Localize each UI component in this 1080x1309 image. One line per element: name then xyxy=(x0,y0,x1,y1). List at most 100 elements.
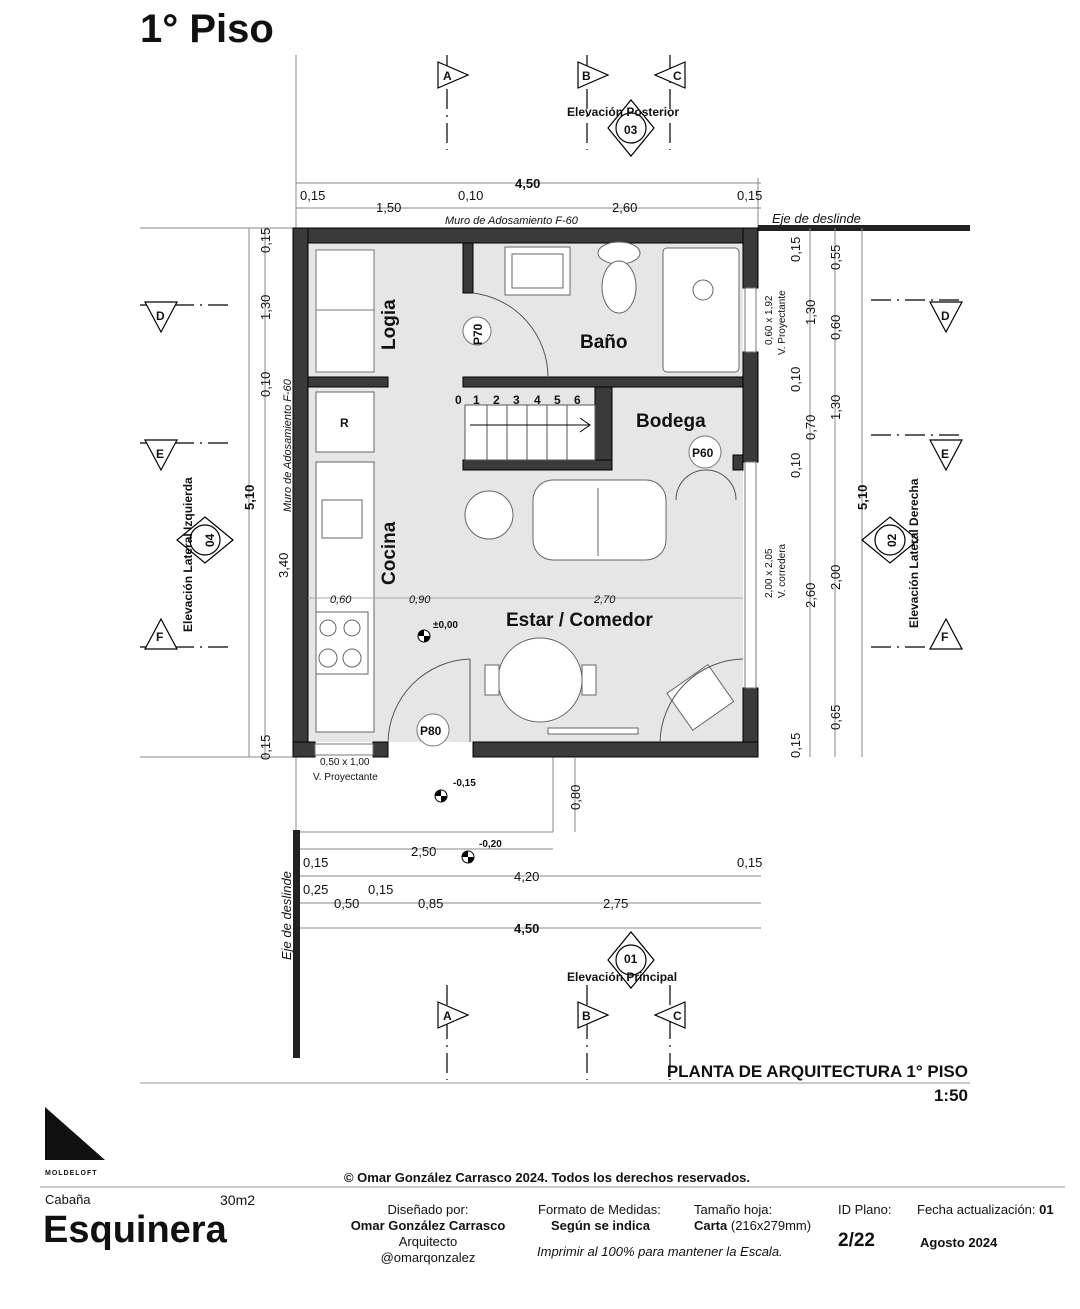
svg-text:0,15: 0,15 xyxy=(788,237,803,262)
eje-deslinde-left: Eje de deslinde xyxy=(279,871,294,960)
svg-text:0: 0 xyxy=(455,393,462,407)
svg-text:±0,00: ±0,00 xyxy=(433,620,458,631)
logia-storage xyxy=(315,249,375,373)
window-labels: 0,60 x 1,92 V. Proyectante 2,00 x 2,05 V… xyxy=(313,290,788,783)
designer-name: Omar González Carrasco xyxy=(350,1218,506,1233)
muro-adosamiento-top: Muro de Adosamiento F-60 xyxy=(445,215,579,227)
svg-text:0,15: 0,15 xyxy=(303,855,328,870)
level-markers: ±0,00 -0,15 -0,20 xyxy=(417,620,502,864)
svg-text:Elevación Posterior: Elevación Posterior xyxy=(567,105,679,119)
svg-text:C: C xyxy=(673,1009,682,1023)
eje-deslinde-top: Eje de deslinde xyxy=(772,211,861,226)
windows xyxy=(314,287,757,756)
moldeloft-logo: MOLDELOFT xyxy=(45,1107,105,1177)
id-label: ID Plano: xyxy=(838,1202,892,1217)
svg-text:0,70: 0,70 xyxy=(803,415,818,440)
svg-text:A: A xyxy=(443,1009,452,1023)
date-updated: Fecha actualización: 01 xyxy=(917,1202,1054,1218)
walls xyxy=(292,227,759,758)
svg-text:C: C xyxy=(673,69,682,83)
date-value: Agosto 2024 xyxy=(920,1235,998,1250)
svg-text:E: E xyxy=(156,447,164,461)
svg-text:4,50: 4,50 xyxy=(514,921,539,936)
svg-text:6: 6 xyxy=(574,393,581,407)
print-note: Imprimir al 100% para mantener la Escala… xyxy=(537,1244,783,1259)
svg-text:P80: P80 xyxy=(420,724,442,738)
svg-text:0,15: 0,15 xyxy=(737,188,762,203)
svg-text:0,15: 0,15 xyxy=(788,733,803,758)
project-area: 30m2 xyxy=(220,1192,256,1208)
door-tags: P70 P60 P80 xyxy=(416,316,722,747)
svg-text:0,15: 0,15 xyxy=(368,882,393,897)
bano-fixtures xyxy=(504,241,740,373)
sheet-size-label: Tamaño hoja: xyxy=(694,1202,773,1217)
svg-text:5: 5 xyxy=(554,393,561,407)
top-dimensions: 4,50 0,15 0,10 0,15 1,50 2,60 xyxy=(300,176,762,215)
svg-text:0,10: 0,10 xyxy=(258,372,273,397)
sheet-size-detail: (216x279mm) xyxy=(730,1218,812,1233)
svg-text:F: F xyxy=(156,630,163,644)
svg-text:0,85: 0,85 xyxy=(418,896,443,911)
revision: 01 xyxy=(1039,1202,1054,1217)
project-name: Esquinera xyxy=(43,1209,227,1251)
svg-text:0,60: 0,60 xyxy=(330,594,352,606)
svg-text:1,30: 1,30 xyxy=(803,300,818,325)
bottom-dimensions: 2,50 0,15 0,15 4,20 0,25 0,15 0,50 0,85 … xyxy=(303,844,762,936)
designer-role: Arquitecto xyxy=(398,1234,458,1249)
page-title: 1° Piso xyxy=(140,7,274,51)
fridge xyxy=(315,391,375,453)
svg-text:Elevación Lateral Derecha: Elevación Lateral Derecha xyxy=(907,478,921,628)
svg-text:0,10: 0,10 xyxy=(788,367,803,392)
svg-text:0,90: 0,90 xyxy=(409,594,431,606)
svg-text:0,15: 0,15 xyxy=(258,228,273,253)
svg-text:5,10: 5,10 xyxy=(855,485,870,510)
svg-text:4,50: 4,50 xyxy=(515,176,540,191)
project-type: Cabaña xyxy=(45,1192,91,1207)
svg-text:3: 3 xyxy=(513,393,520,407)
svg-text:0,15: 0,15 xyxy=(300,188,325,203)
room-bodega: Bodega xyxy=(636,411,706,432)
svg-text:V. corredera: V. corredera xyxy=(777,543,788,598)
svg-text:2,50: 2,50 xyxy=(411,844,436,859)
sheet-scale: 1:50 xyxy=(934,1086,968,1105)
svg-text:2,00: 2,00 xyxy=(828,565,843,590)
svg-text:4: 4 xyxy=(534,393,541,407)
svg-text:D: D xyxy=(941,309,950,323)
format-value: Según se indica xyxy=(551,1218,650,1233)
window-living xyxy=(744,461,757,689)
svg-text:1: 1 xyxy=(473,393,480,407)
svg-text:P70: P70 xyxy=(471,323,485,345)
svg-text:P60: P60 xyxy=(692,446,714,460)
kitchen-sink xyxy=(321,499,363,539)
svg-text:-0,20: -0,20 xyxy=(479,839,502,850)
svg-text:0,25: 0,25 xyxy=(303,882,328,897)
dining-table xyxy=(497,637,583,723)
svg-text:0,55: 0,55 xyxy=(828,245,843,270)
svg-text:04: 04 xyxy=(203,533,217,547)
svg-text:02: 02 xyxy=(885,533,899,547)
right-dimension-lines xyxy=(809,228,863,757)
sheet-size: Carta (216x279mm) xyxy=(694,1218,811,1234)
svg-text:0,60: 0,60 xyxy=(828,315,843,340)
svg-text:0,60 x 1,92: 0,60 x 1,92 xyxy=(764,295,775,345)
copyright: © Omar González Carrasco 2024. Todos los… xyxy=(343,1170,750,1185)
sofa xyxy=(532,479,667,561)
elevation-marker-labels: A B C A B C D E F D E F 03 Elevación Pos… xyxy=(156,69,950,1023)
porch-dim: 0,80 xyxy=(568,785,583,810)
armchair xyxy=(666,663,735,731)
svg-text:B: B xyxy=(582,69,591,83)
bottom-dimension-lines xyxy=(300,848,761,929)
console xyxy=(547,727,639,735)
svg-text:Elevación Lateral Izquierda: Elevación Lateral Izquierda xyxy=(181,477,195,632)
room-estar: Estar / Comedor xyxy=(506,610,653,631)
stairs xyxy=(464,404,596,461)
interior-dims: 0,60 0,90 2,70 xyxy=(308,594,743,606)
svg-text:2,60: 2,60 xyxy=(803,583,818,608)
svg-text:B: B xyxy=(582,1009,591,1023)
svg-text:5,10: 5,10 xyxy=(242,485,257,510)
side-table xyxy=(464,490,514,540)
svg-text:MOLDELOFT: MOLDELOFT xyxy=(45,1170,98,1177)
svg-text:1,30: 1,30 xyxy=(828,395,843,420)
svg-text:0,50 x 1,00: 0,50 x 1,00 xyxy=(320,757,370,768)
